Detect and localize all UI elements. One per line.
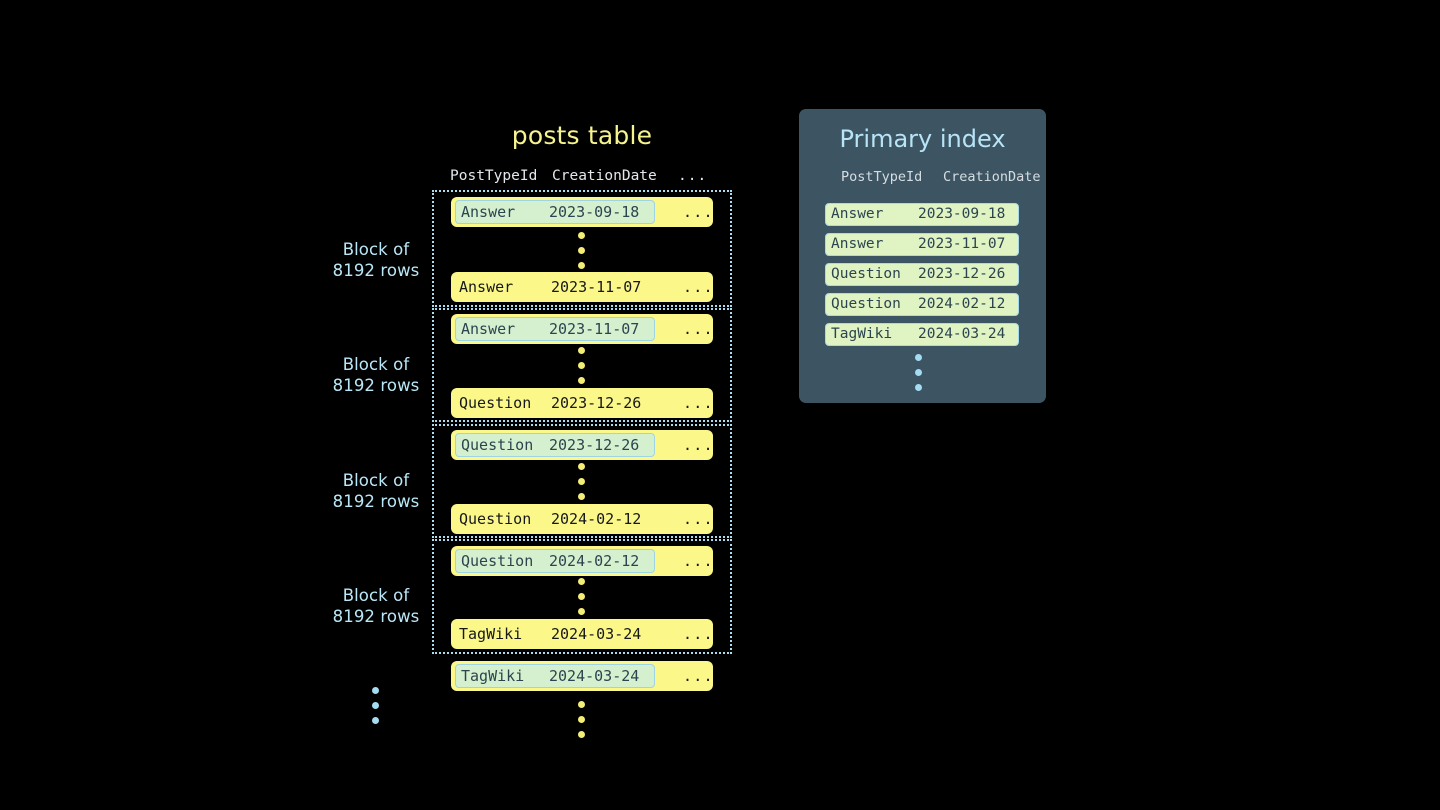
cell-more: ... — [683, 510, 714, 528]
vertical-ellipsis-icon — [915, 354, 923, 399]
block-frame-2 — [432, 308, 732, 422]
table-row: TagWiki 2024-03-24 ... — [451, 619, 713, 649]
cell-creationdate: 2023-12-26 — [551, 394, 642, 412]
cell-creationdate: 2023-11-07 — [551, 278, 642, 296]
list-item: TagWiki 2024-03-24 — [825, 323, 1019, 346]
block-label-2: Block of 8192 rows — [332, 355, 420, 395]
cell-creationdate: 2024-02-12 — [918, 296, 1006, 312]
cell-creationdate: 2024-03-24 — [549, 667, 640, 685]
block-label-3: Block of 8192 rows — [332, 471, 420, 511]
index-key-highlight — [455, 200, 655, 224]
table-row: Question 2023-12-26 ... — [451, 430, 713, 460]
primary-index-panel: Primary index PostTypeId CreationDate An… — [799, 109, 1046, 403]
table-row: Question 2024-02-12 ... — [451, 546, 713, 576]
vertical-ellipsis-icon — [578, 463, 586, 508]
cell-posttypeid: Answer — [461, 320, 516, 338]
cell-creationdate: 2023-12-26 — [549, 436, 640, 454]
cell-posttypeid: Question — [461, 552, 534, 570]
cell-creationdate: 2024-03-24 — [551, 625, 642, 643]
cell-creationdate: 2024-03-24 — [918, 326, 1006, 342]
column-header-creationdate: CreationDate — [552, 168, 657, 184]
cell-more: ... — [683, 278, 714, 296]
cell-creationdate: 2023-11-07 — [918, 236, 1006, 252]
cell-posttypeid: Question — [831, 266, 901, 282]
vertical-ellipsis-icon — [578, 578, 586, 623]
index-key-highlight — [455, 317, 655, 341]
block-frame-3 — [432, 424, 732, 538]
cell-more: ... — [683, 394, 714, 412]
cell-posttypeid: Answer — [461, 203, 516, 221]
column-header-posttypeid: PostTypeId — [450, 168, 538, 184]
block-label-4: Block of 8192 rows — [332, 586, 420, 626]
primary-index-column-headers: PostTypeId CreationDate — [819, 166, 1041, 188]
index-key-highlight — [455, 664, 655, 688]
table-row: Answer 2023-09-18 ... — [451, 197, 713, 227]
cell-more: ... — [683, 436, 714, 454]
list-item: Question 2023-12-26 — [825, 263, 1019, 286]
list-item: Answer 2023-11-07 — [825, 233, 1019, 256]
table-row: Question 2023-12-26 ... — [451, 388, 713, 418]
table-row: Answer 2023-11-07 ... — [451, 272, 713, 302]
cell-posttypeid: Answer — [831, 236, 884, 252]
cell-posttypeid: Answer — [831, 206, 884, 222]
cell-posttypeid: Answer — [459, 278, 514, 296]
list-item: Question 2024-02-12 — [825, 293, 1019, 316]
cell-creationdate: 2024-02-12 — [549, 552, 640, 570]
more-blocks-ellipsis-icon — [372, 687, 380, 732]
cell-creationdate: 2023-09-18 — [918, 206, 1006, 222]
cell-creationdate: 2023-11-07 — [549, 320, 640, 338]
column-header-creationdate: CreationDate — [943, 169, 1041, 185]
cell-posttypeid: TagWiki — [459, 625, 523, 643]
index-key-highlight — [455, 549, 655, 573]
cell-more: ... — [683, 552, 714, 570]
table-row: Answer 2023-11-07 ... — [451, 314, 713, 344]
cell-more: ... — [683, 667, 714, 685]
cell-more: ... — [683, 203, 714, 221]
cell-more: ... — [683, 320, 714, 338]
cell-posttypeid: TagWiki — [831, 326, 893, 342]
cell-more: ... — [683, 625, 714, 643]
block-label-1: Block of 8192 rows — [332, 240, 420, 280]
cell-posttypeid: Question — [831, 296, 901, 312]
vertical-ellipsis-icon — [578, 347, 586, 392]
primary-index-title: Primary index — [839, 125, 1006, 153]
cell-posttypeid: TagWiki — [461, 667, 525, 685]
vertical-ellipsis-icon — [578, 701, 586, 746]
table-row: Question 2024-02-12 ... — [451, 504, 713, 534]
cell-posttypeid: Question — [459, 394, 532, 412]
cell-creationdate: 2023-09-18 — [549, 203, 640, 221]
posts-table-column-headers: PostTypeId CreationDate ... — [440, 165, 725, 187]
cell-posttypeid: Question — [459, 510, 532, 528]
cell-creationdate: 2023-12-26 — [918, 266, 1006, 282]
list-item: Answer 2023-09-18 — [825, 203, 1019, 226]
column-header-more: ... — [678, 168, 708, 184]
column-header-posttypeid: PostTypeId — [841, 169, 923, 185]
index-key-highlight — [455, 433, 655, 457]
block-frame-1 — [432, 190, 732, 307]
cell-creationdate: 2024-02-12 — [551, 510, 642, 528]
cell-posttypeid: Question — [461, 436, 534, 454]
block-frame-4 — [432, 539, 732, 654]
page-title: posts table — [511, 121, 653, 150]
table-row: TagWiki 2024-03-24 ... — [451, 661, 713, 691]
vertical-ellipsis-icon — [578, 232, 586, 277]
